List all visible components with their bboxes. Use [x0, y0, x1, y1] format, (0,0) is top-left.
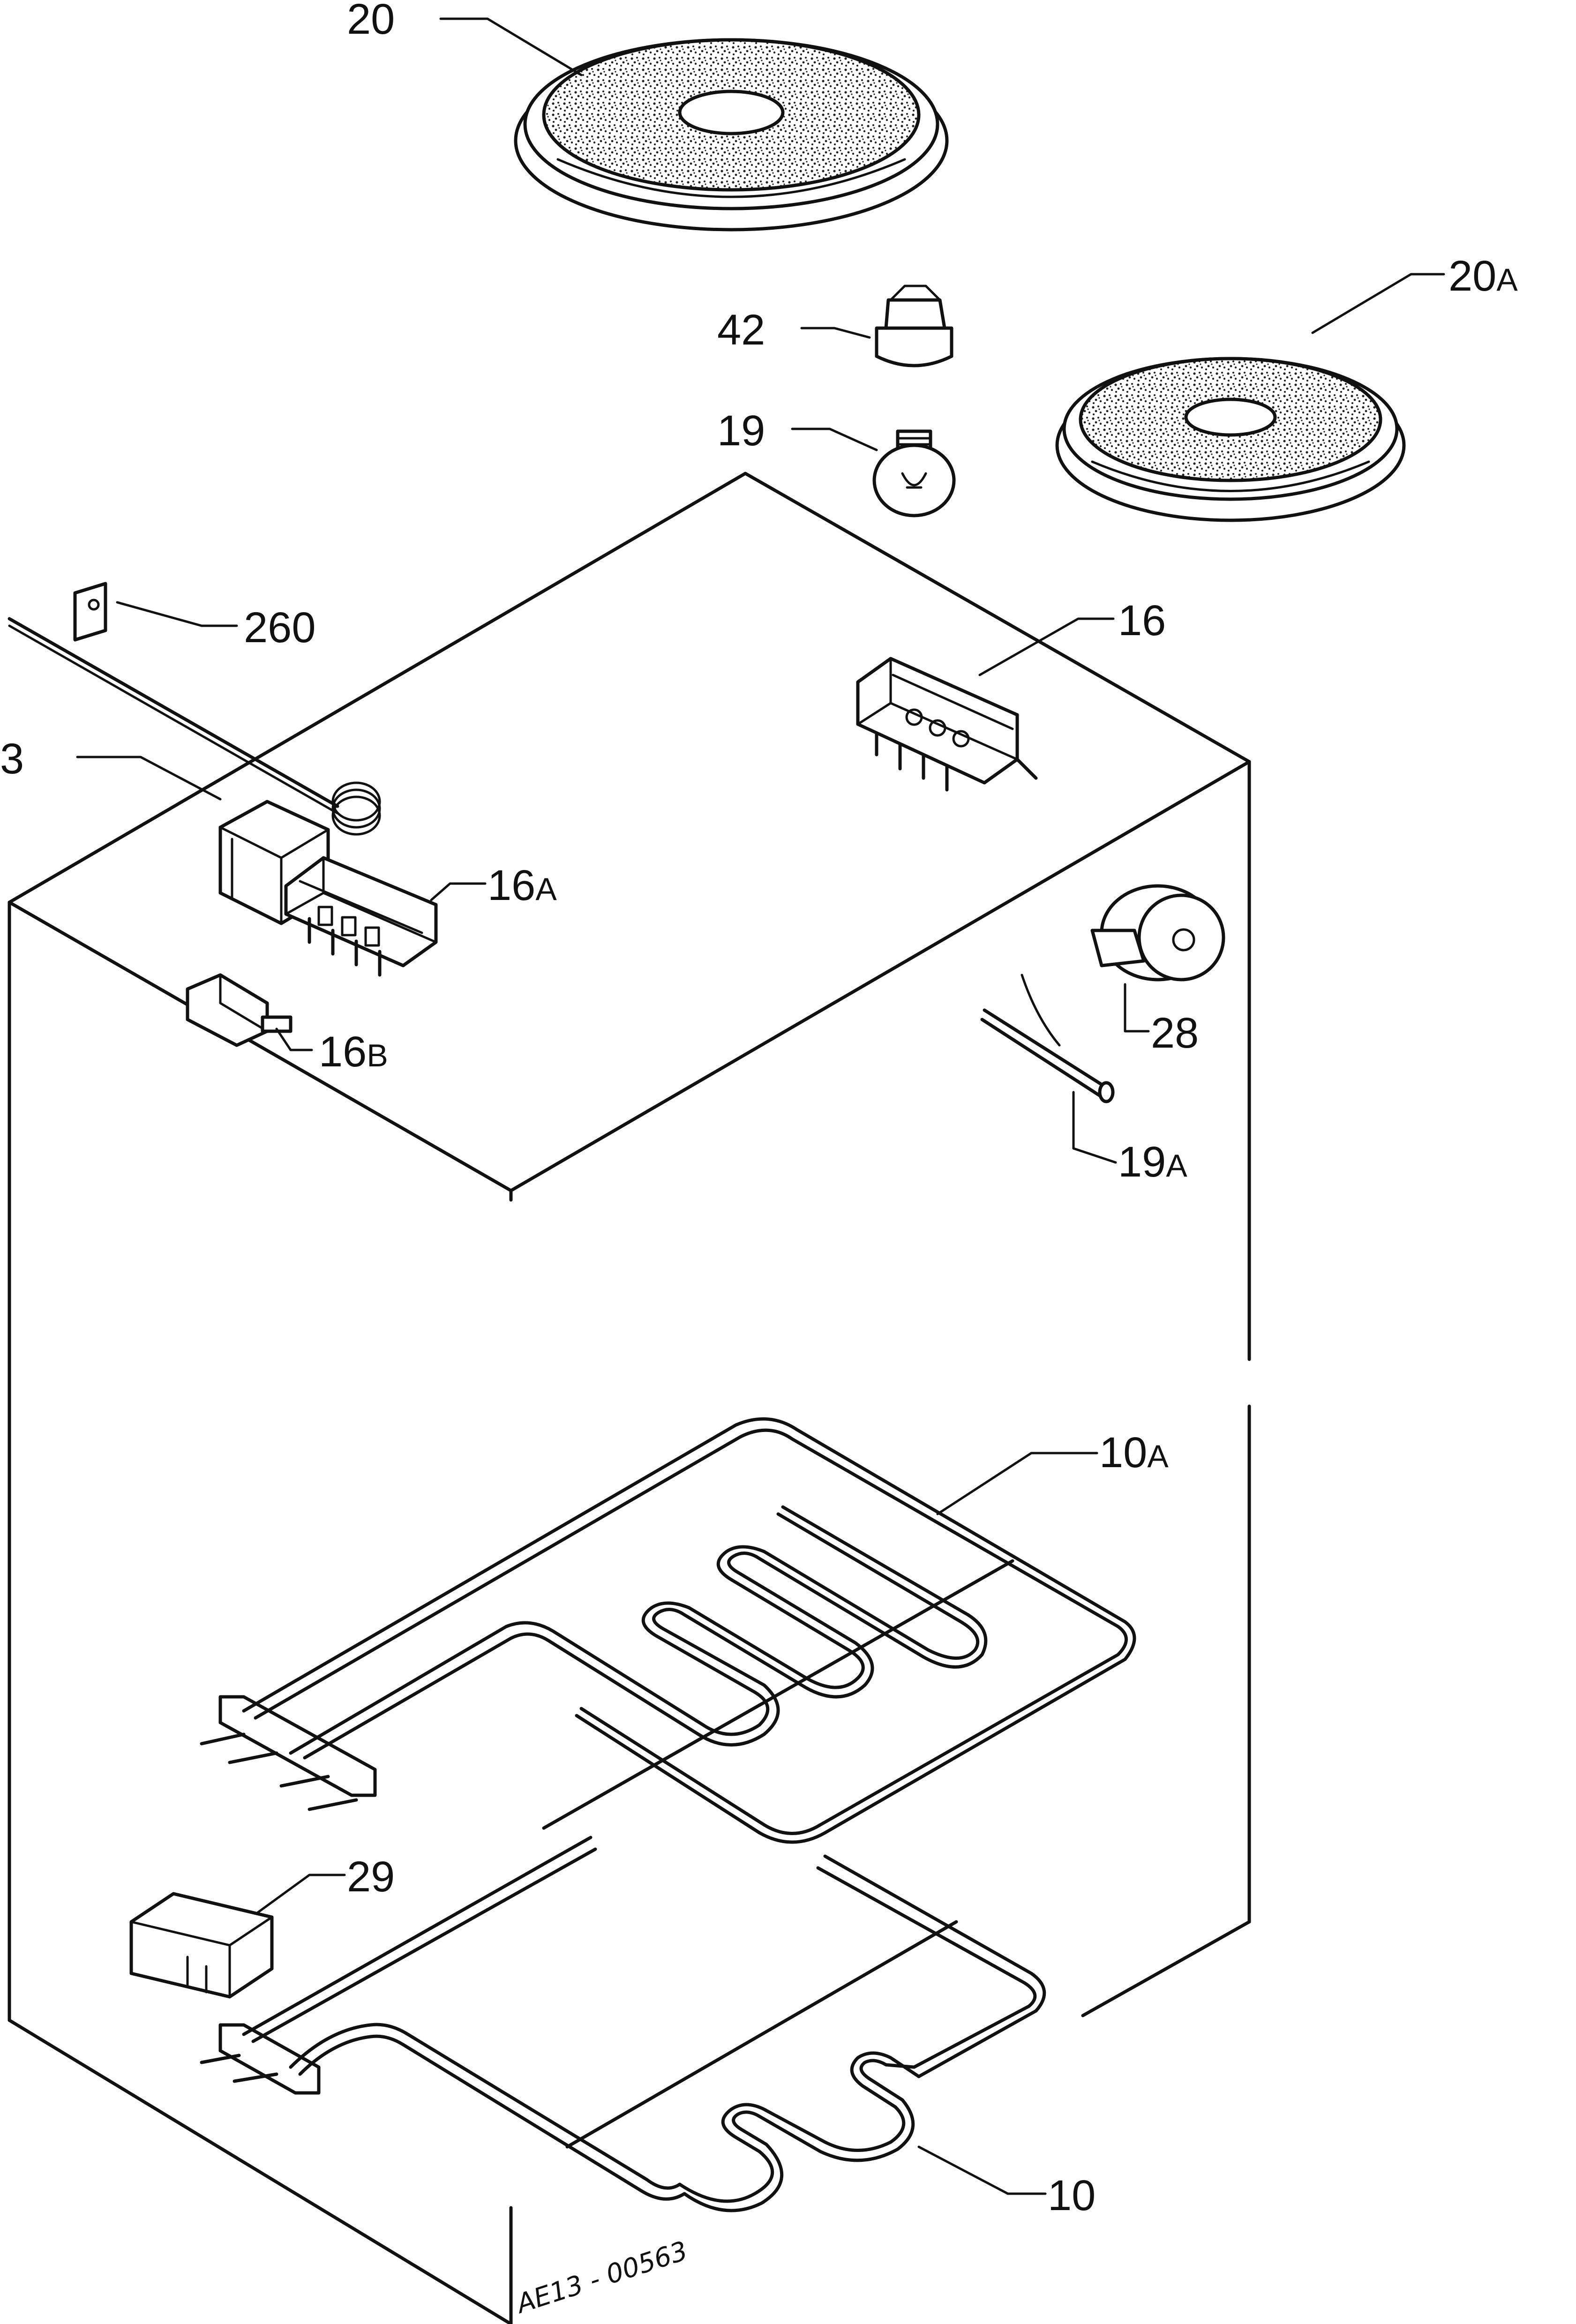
lamp-bulb	[872, 429, 956, 517]
label-29: 29	[347, 1853, 395, 1901]
hotplate-small	[1055, 357, 1406, 522]
label-3: 3	[0, 735, 24, 783]
grill-element-10a	[200, 1417, 1136, 1844]
label-16a: 16A	[488, 862, 557, 909]
label-42: 42	[717, 306, 765, 354]
label-20: 20	[347, 0, 395, 43]
terminal-box-29	[129, 1892, 274, 1999]
drawing-code: AE13 - 00563	[511, 2235, 691, 2320]
label-20a: 20A	[1448, 252, 1518, 300]
label-19: 19	[717, 407, 765, 455]
label-10: 10	[1048, 2172, 1096, 2219]
capillary-tube	[8, 617, 381, 836]
motor-28	[1090, 884, 1225, 982]
label-16: 16	[1118, 597, 1166, 645]
switch-16b	[186, 973, 293, 1047]
label-260: 260	[244, 604, 316, 652]
label-28: 28	[1151, 1009, 1199, 1057]
oven-body	[8, 472, 1251, 2324]
bottom-element-10	[200, 1836, 1046, 2212]
clip-260	[73, 582, 107, 642]
sensor-19a	[980, 974, 1115, 1103]
lamp-holder	[875, 285, 953, 367]
label-19a: 19A	[1118, 1138, 1187, 1186]
switch-16	[856, 657, 1038, 792]
leader-lines	[76, 17, 1445, 2195]
hotplate-large	[514, 38, 949, 232]
switch-16a	[284, 856, 438, 977]
label-10a: 10A	[1099, 1429, 1169, 1477]
label-16b: 16B	[319, 1028, 388, 1076]
